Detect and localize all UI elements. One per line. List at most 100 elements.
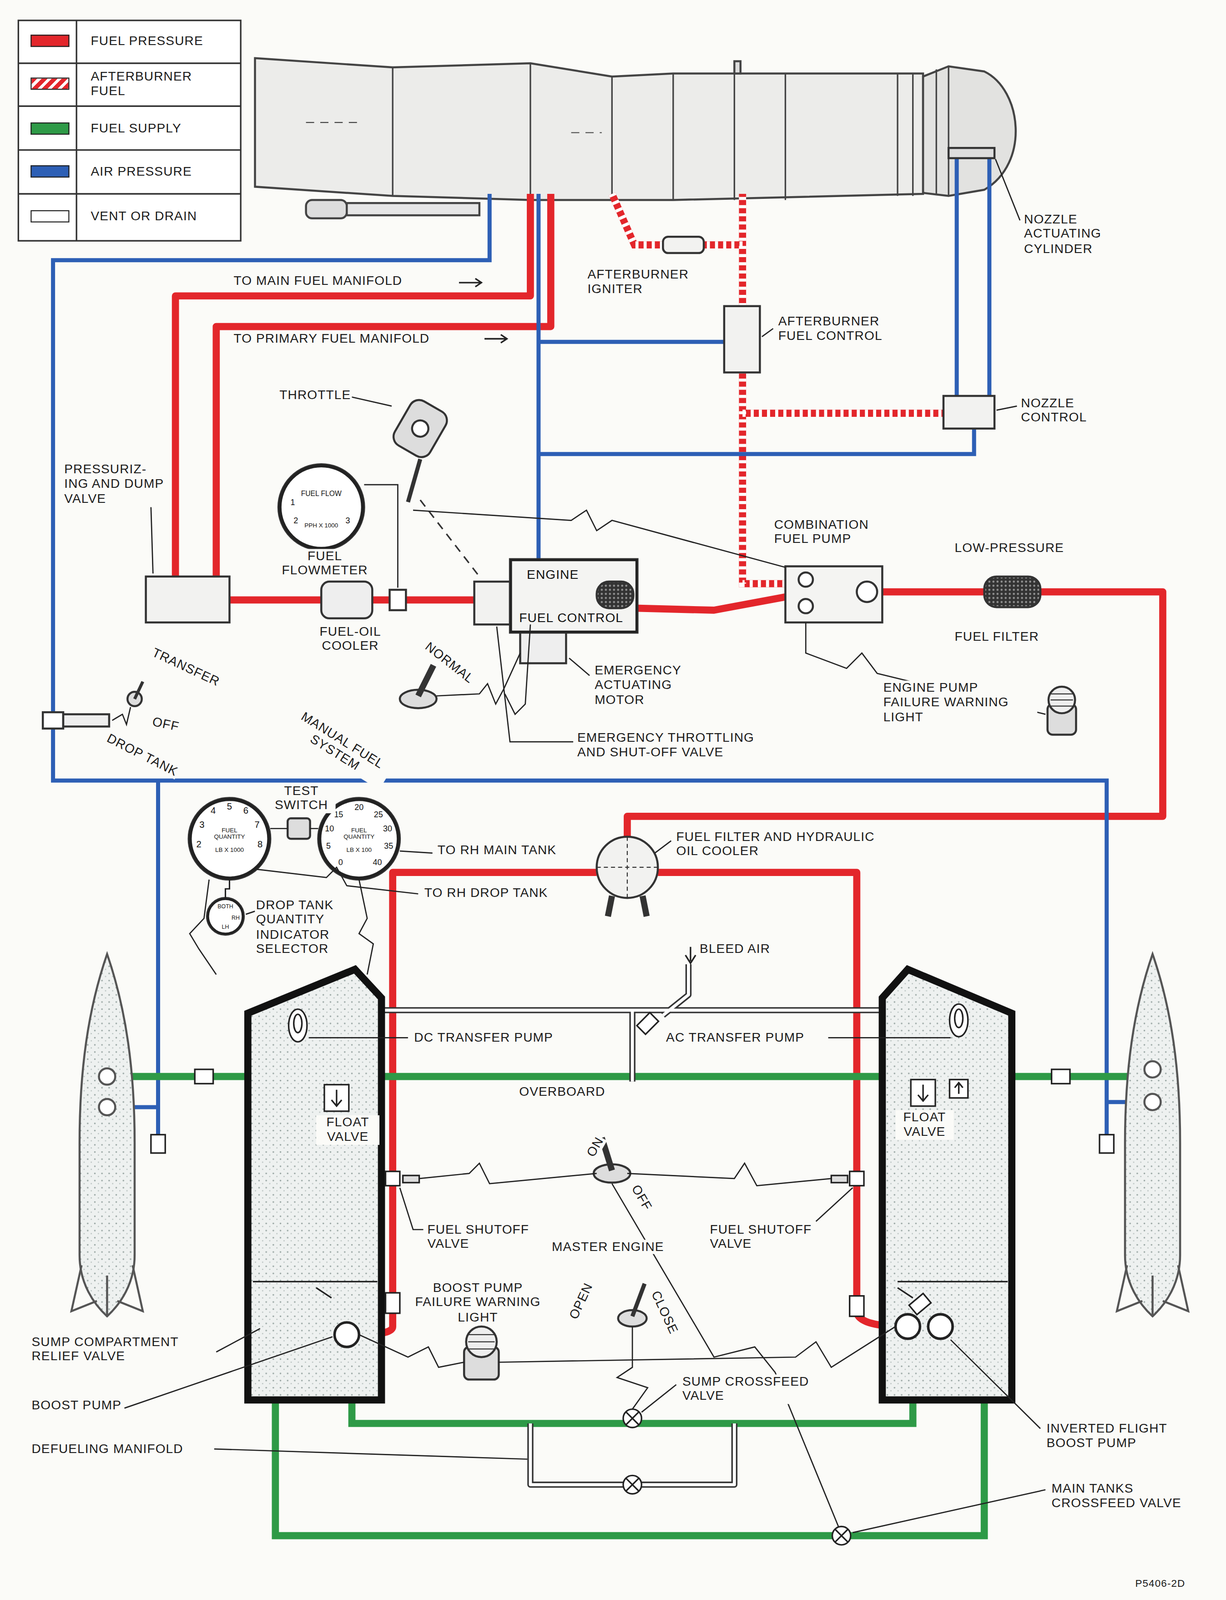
tank-detail bbox=[849, 1170, 864, 1186]
control-switch bbox=[466, 1326, 497, 1357]
callout-label: ENGINE PUMP FAILURE WARNING LIGHT bbox=[882, 680, 1038, 725]
control-switch bbox=[134, 681, 143, 699]
gauge-text: PPH X 1000 bbox=[304, 522, 339, 529]
callout-label: THROTTLE bbox=[278, 387, 352, 403]
legend-swatch bbox=[30, 77, 70, 90]
control-switch bbox=[389, 396, 451, 461]
legend-text: FUEL SUPPLY bbox=[89, 121, 220, 136]
leader-line bbox=[419, 1162, 832, 1186]
callout-label: MASTER ENGINE bbox=[550, 1239, 666, 1254]
tank-detail bbox=[252, 1281, 1008, 1298]
callout-label: DC TRANSFER PUMP bbox=[413, 1030, 555, 1045]
legend-swatch bbox=[30, 210, 70, 223]
drop-tank bbox=[71, 953, 1189, 1317]
legend-text: VENT OR DRAIN bbox=[89, 208, 220, 224]
gauge-text: LH bbox=[221, 924, 230, 931]
fuel-tank bbox=[247, 968, 1012, 1400]
engine bbox=[734, 61, 741, 74]
fuel-component bbox=[287, 817, 310, 839]
callout-label: EMERGENCY THROTTLING AND SHUT-OFF VALVE bbox=[576, 730, 778, 760]
gauge-text: 35 bbox=[383, 842, 394, 852]
tank-detail bbox=[954, 1009, 964, 1028]
tank-detail bbox=[949, 1079, 968, 1098]
tank-detail bbox=[385, 1292, 400, 1313]
fuel-component bbox=[856, 581, 878, 602]
control-switch bbox=[408, 417, 432, 440]
callout-label: INVERTED FLIGHT BOOST PUMP bbox=[1045, 1421, 1196, 1451]
fuel-component bbox=[519, 632, 566, 663]
engine bbox=[255, 58, 1016, 219]
callout-label: OFF bbox=[150, 714, 182, 735]
gauge-text: LB X 1000 bbox=[215, 846, 244, 853]
legend-swatch bbox=[30, 34, 70, 47]
callout-label: TO RH DROP TANK bbox=[423, 885, 549, 900]
control-switch bbox=[418, 665, 434, 696]
fuel-pressure-line bbox=[216, 193, 551, 577]
callout-label: MAIN TANKS CROSSFEED VALVE bbox=[1050, 1481, 1206, 1511]
callout-label: AFTERBURNER FUEL CONTROL bbox=[776, 314, 907, 344]
tank-detail bbox=[832, 1525, 851, 1544]
fuel-component bbox=[943, 395, 995, 429]
fuel-component bbox=[188, 797, 271, 879]
tank-detail bbox=[685, 946, 696, 964]
gauge-text: 7 bbox=[254, 820, 260, 830]
legend-text: AIR PRESSURE bbox=[89, 164, 220, 179]
legend-frame bbox=[18, 20, 241, 241]
gauge-text: FUEL FLOW bbox=[301, 489, 342, 498]
tank-detail bbox=[835, 1528, 848, 1542]
callout-label: SUMP CROSSFEED VALVE bbox=[681, 1373, 827, 1403]
afterburner-fuel-line bbox=[611, 193, 944, 584]
leader-line bbox=[124, 159, 1046, 1533]
callout-label: LOW-PRESSURE bbox=[953, 540, 1065, 555]
legend-swatch bbox=[30, 165, 70, 178]
engine bbox=[306, 199, 348, 218]
callout-label: FUEL-OIL COOLER bbox=[306, 624, 395, 654]
air-pressure-line bbox=[538, 193, 974, 560]
fuel-component bbox=[984, 576, 1041, 607]
callout-label: MANUAL FUEL SYSTEM bbox=[282, 703, 395, 790]
figure-number: P5406-2D bbox=[1134, 1577, 1186, 1590]
tank-detail bbox=[334, 1321, 359, 1347]
callout-label: TO MAIN FUEL MANIFOLD bbox=[232, 273, 404, 288]
fuel-component bbox=[63, 714, 110, 727]
fuel-supply-line bbox=[275, 1399, 984, 1535]
control-switch bbox=[1048, 686, 1075, 713]
tank-detail bbox=[623, 1408, 642, 1428]
tank-detail bbox=[954, 1082, 964, 1094]
leader-line bbox=[459, 278, 507, 343]
tank-detail bbox=[636, 1012, 659, 1035]
afterburner-fuel-line bbox=[611, 193, 944, 584]
tank-detail bbox=[151, 946, 1115, 1545]
gauge-text: 6 bbox=[243, 806, 249, 816]
box-label: ENGINE bbox=[526, 568, 579, 582]
callout-label: TO RH MAIN TANK bbox=[436, 842, 558, 858]
fuel-component bbox=[146, 576, 230, 623]
callout-label: OVERBOARD bbox=[518, 1084, 607, 1100]
gauge-text: 20 bbox=[354, 803, 364, 813]
callout-label: CLOSE bbox=[647, 1287, 682, 1337]
fuel-component bbox=[206, 897, 244, 935]
signal-wire bbox=[225, 879, 230, 898]
tank-detail bbox=[1099, 1134, 1114, 1153]
fuel-tank bbox=[882, 968, 1012, 1400]
callout-label: COMBINATION FUEL PUMP bbox=[773, 517, 893, 547]
gauge-text: 4 bbox=[210, 806, 216, 816]
tank-detail bbox=[949, 1003, 968, 1037]
box-label: FUEL CONTROL bbox=[519, 611, 624, 625]
engine bbox=[255, 58, 924, 201]
gauge-dial: FUEL FLOWPPH X 1000123 bbox=[278, 464, 364, 550]
gauge-dial: FUEL QUANTITYLB X 10002345678 bbox=[188, 797, 271, 879]
leader-line bbox=[358, 1326, 896, 1368]
leader-line bbox=[611, 1183, 839, 1526]
fuel-pressure-line bbox=[657, 872, 896, 1327]
drop-tank bbox=[1125, 953, 1181, 1317]
callout-label: ON bbox=[583, 1133, 607, 1161]
leader-line bbox=[112, 706, 131, 725]
control-switch bbox=[127, 396, 1076, 1380]
tank-detail bbox=[194, 1069, 213, 1084]
tank-detail bbox=[928, 1313, 953, 1339]
fuel-component bbox=[607, 895, 647, 917]
gauge-text: FUEL QUANTITY bbox=[209, 827, 251, 840]
